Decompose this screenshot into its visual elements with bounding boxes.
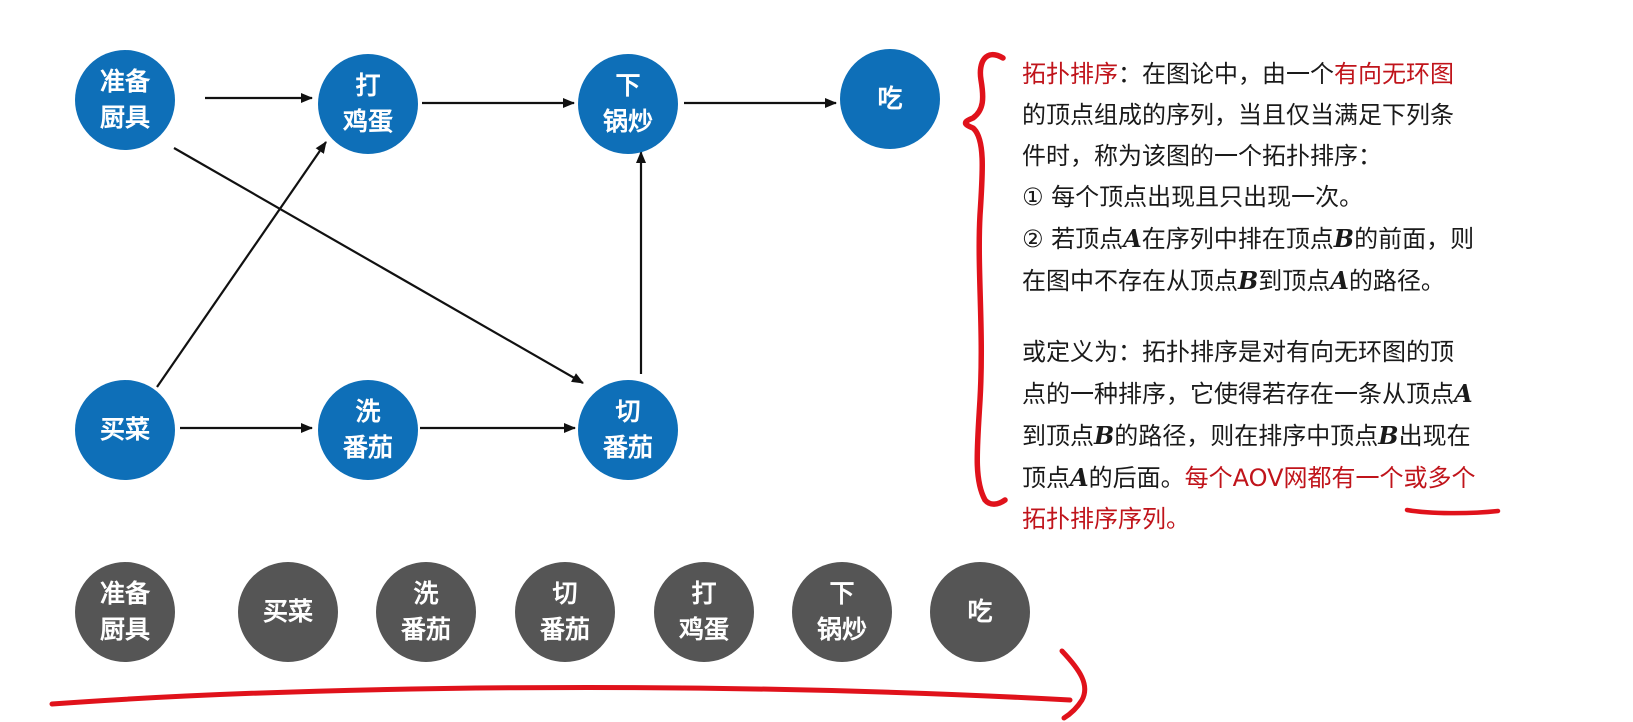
edge-buy-egg (156, 141, 327, 388)
sequence-node-3: 洗 番茄 (376, 562, 476, 662)
cond2-var-a: A (1123, 224, 1142, 253)
alt-line-3: 到顶点B的路径，则在排序中顶点B出现在 (1022, 415, 1622, 457)
cond2-text-a: ② 若顶点 (1022, 225, 1124, 253)
graph-edges (156, 93, 837, 433)
sequence-node-4: 切 番茄 (515, 562, 615, 662)
sequence-node-5: 打 鸡蛋 (654, 562, 754, 662)
definition-line-3: 件时，称为该图的一个拓扑排序： (1022, 142, 1382, 170)
sequence-node-7: 吃 (930, 562, 1030, 662)
alt-line-3-var-b2: B (1378, 421, 1399, 450)
sequence-node-1: 准备 厨具 (75, 562, 175, 662)
definition-paragraph: 拓扑排序：在图论中，由一个有向无环图 的顶点组成的序列，当且仅当满足下列条 件时… (1022, 54, 1622, 302)
alt-line-3-text-a: 到顶点 (1022, 422, 1094, 450)
term-dag: 有向无环图 (1334, 60, 1454, 88)
alt-line-4: 顶点A的后面。每个AOV网都有一个或多个 (1022, 457, 1622, 499)
cond2-text-c: 的前面，则 (1354, 225, 1475, 253)
annotation-curly-brace (962, 51, 1008, 507)
node-prepare-utensils: 准备 厨具 (75, 50, 175, 150)
term-topological-sort: 拓扑排序 (1022, 60, 1118, 88)
alt-line-5: 拓扑排序序列。 (1022, 505, 1190, 533)
annotation-underline (1404, 507, 1501, 516)
definition-condition-1: ① 每个顶点出现且只出现一次。 (1022, 183, 1364, 211)
annotation-sequence-arrow (49, 648, 1088, 721)
aov-emphasis: 每个AOV网都有一个或多个 (1184, 464, 1476, 492)
cond2-text-b: 在序列中排在顶点 (1141, 225, 1334, 253)
alt-line-2-text: 点的一种排序，它使得若存在一条从顶点 (1022, 380, 1454, 408)
node-stir-fry: 下 锅炒 (578, 54, 678, 154)
sequence-node-6: 下 锅炒 (792, 562, 892, 662)
node-eat: 吃 (840, 49, 940, 149)
node-cut-tomato: 切 番茄 (578, 380, 678, 480)
alt-line-2-var: A (1454, 379, 1473, 408)
definition-panel: 拓扑排序：在图论中，由一个有向无环图 的顶点组成的序列，当且仅当满足下列条 件时… (1022, 54, 1622, 540)
node-buy-vegetables: 买菜 (75, 380, 175, 480)
alt-line-3-text-c: 出现在 (1398, 422, 1471, 450)
alt-line-3-text-b: 的路径，则在排序中顶点 (1114, 422, 1379, 450)
definition-line-1: 拓扑排序：在图论中，由一个有向无环图 (1022, 54, 1622, 95)
node-wash-tomato: 洗 番茄 (318, 380, 418, 480)
definition-line-1-text: ：在图论中，由一个 (1118, 60, 1334, 88)
cond2b-text-c: 的路径。 (1348, 267, 1445, 295)
alt-line-4-text-a: 顶点 (1022, 464, 1070, 492)
alt-line-4-var-a: A (1070, 463, 1089, 492)
alt-line-4-text-b: 的后面。 (1088, 464, 1185, 492)
cond2b-var-b: B (1238, 266, 1259, 295)
cond2b-text-b: 到顶点 (1258, 267, 1331, 295)
alt-definition-paragraph: 或定义为：拓扑排序是对有向无环图的顶 点的一种排序，它使得若存在一条从顶点A 到… (1022, 332, 1622, 540)
alt-line-2: 点的一种排序，它使得若存在一条从顶点A (1022, 373, 1622, 415)
cond2b-var-a: A (1330, 266, 1349, 295)
node-beat-eggs: 打 鸡蛋 (318, 54, 418, 154)
definition-line-2: 的顶点组成的序列，当且仅当满足下列条 (1022, 101, 1454, 129)
definition-condition-2: ② 若顶点A在序列中排在顶点B的前面，则 (1022, 218, 1622, 260)
definition-condition-2-cont: 在图中不存在从顶点B到顶点A的路径。 (1022, 260, 1622, 302)
alt-line-1: 或定义为：拓扑排序是对有向无环图的顶 (1022, 338, 1454, 366)
alt-line-3-var-b: B (1094, 421, 1115, 450)
edge-prep-cut (173, 147, 584, 384)
cond2-var-b: B (1333, 224, 1355, 253)
cond2b-text-a: 在图中不存在从顶点 (1022, 267, 1238, 295)
sequence-node-2: 买菜 (238, 562, 338, 662)
